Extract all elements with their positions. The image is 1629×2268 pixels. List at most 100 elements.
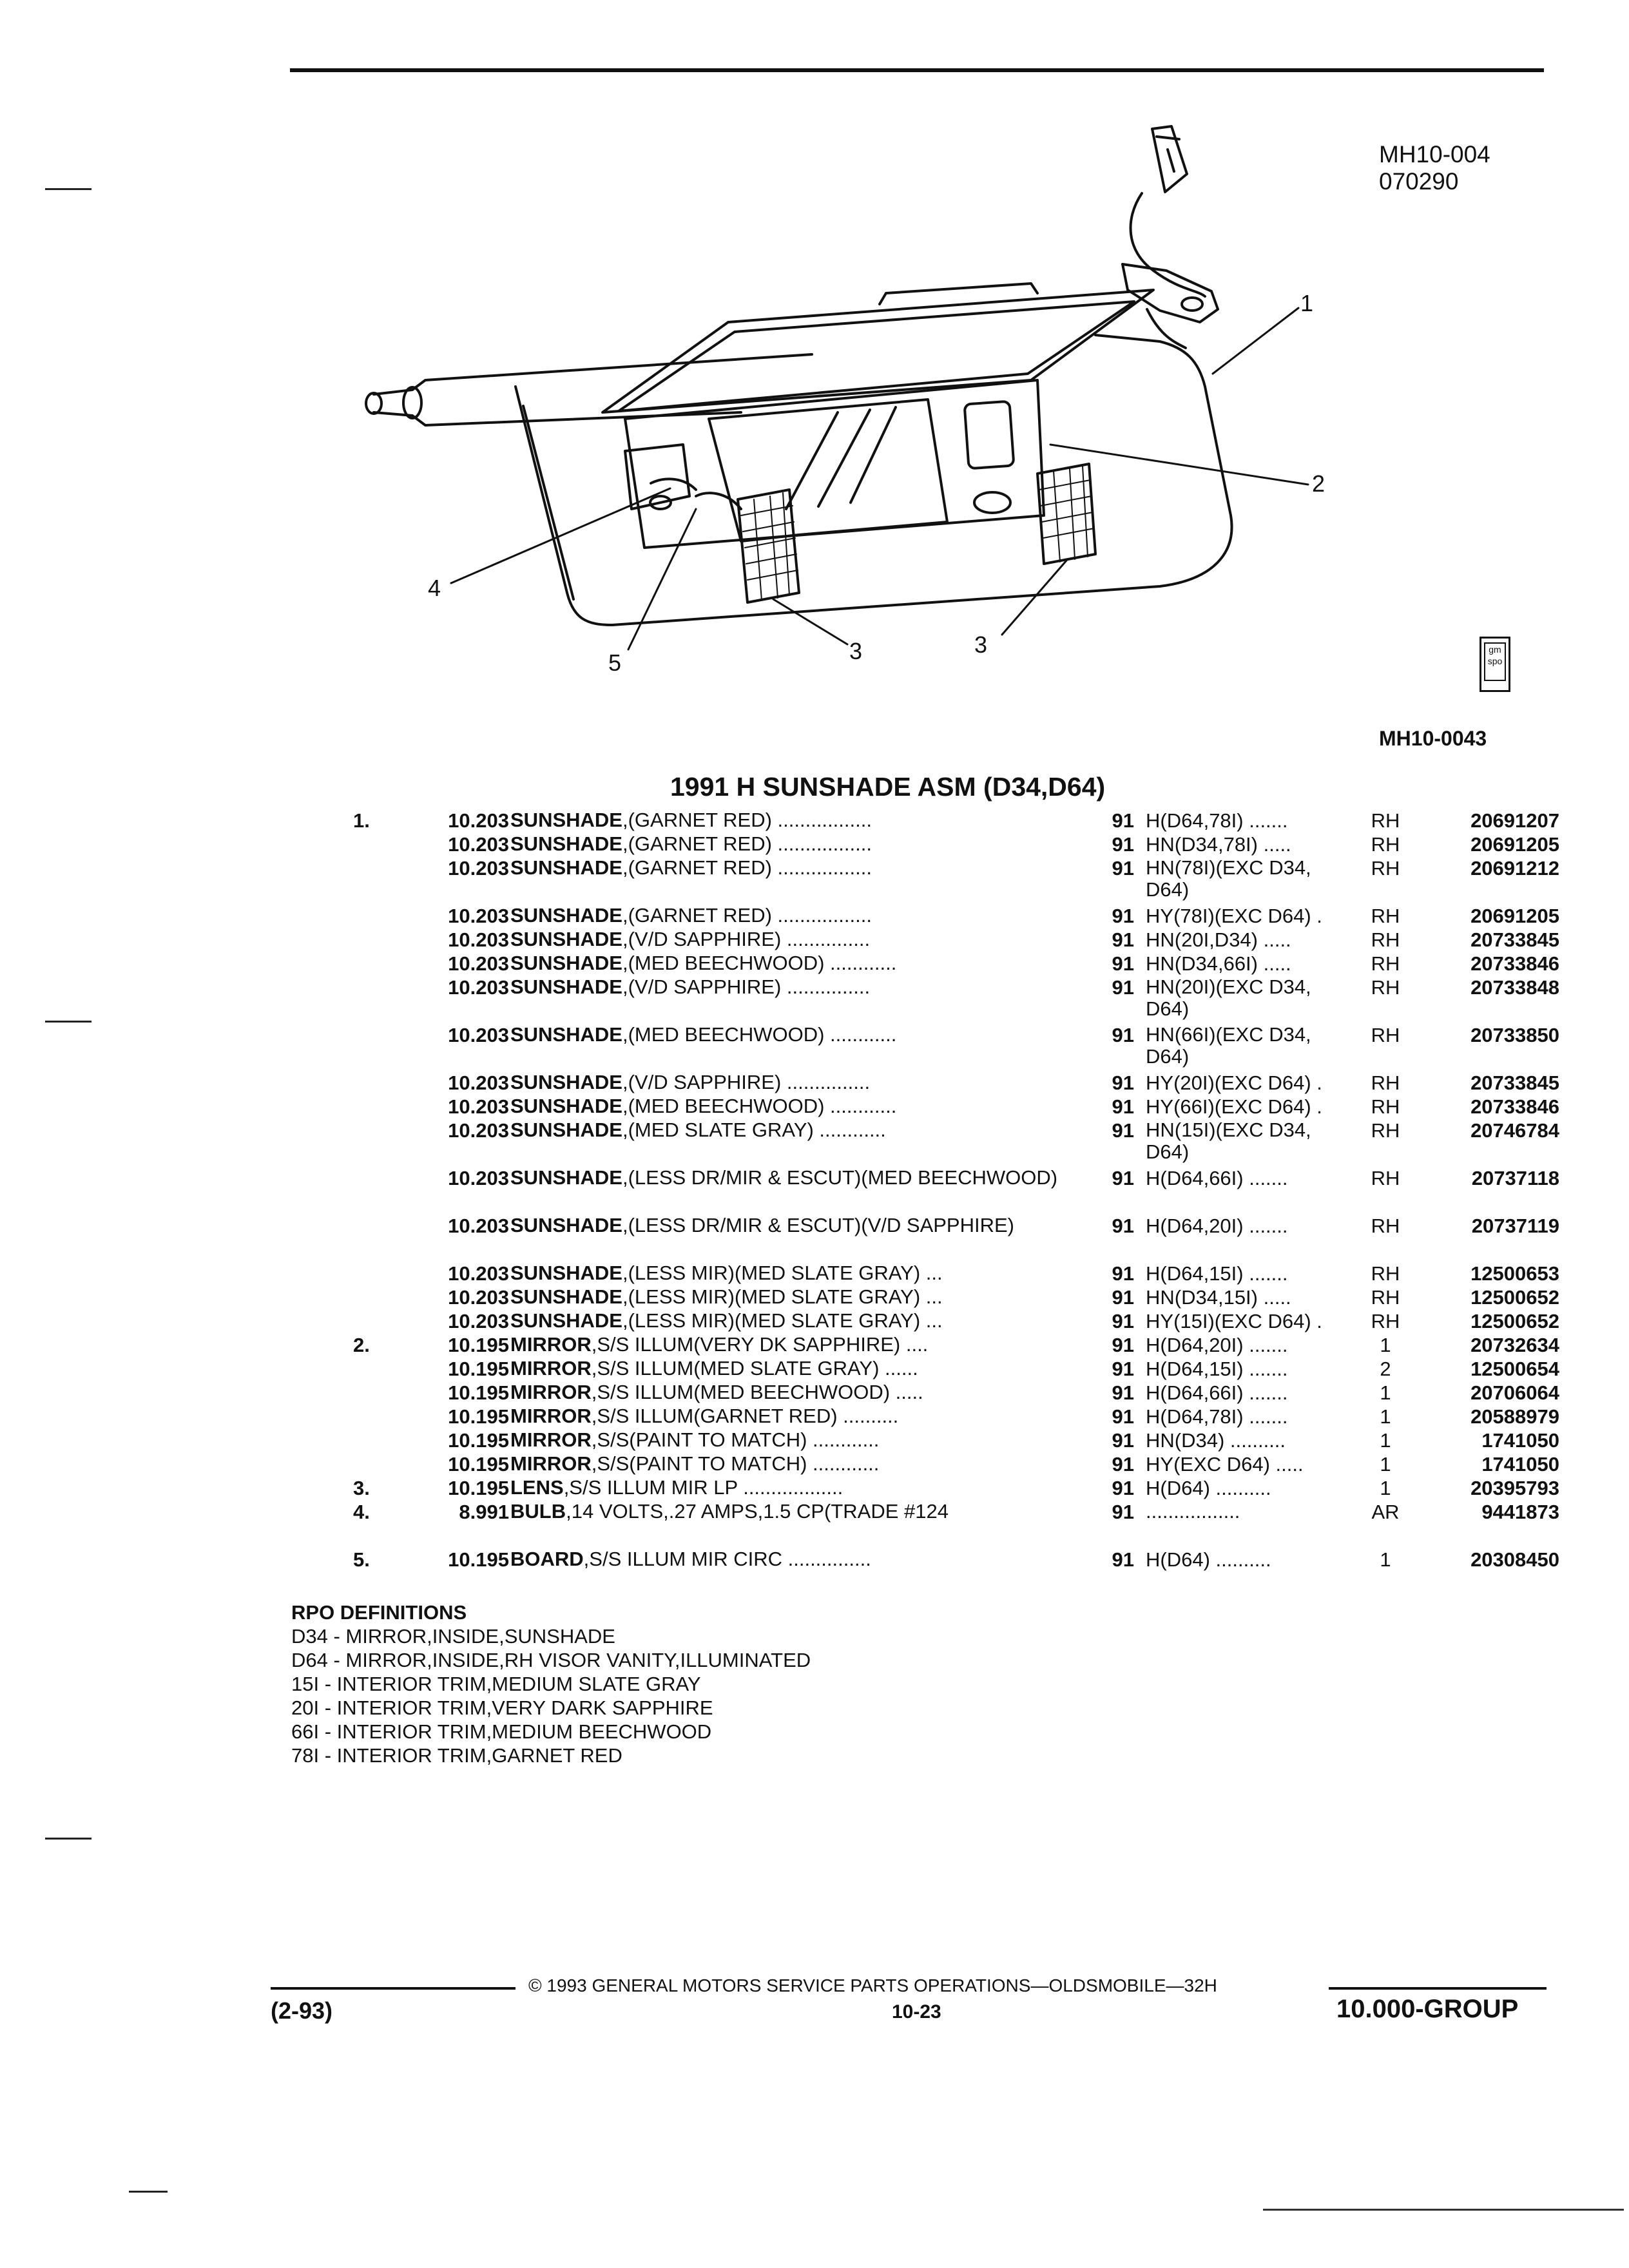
part-description: SUNSHADE,(V/D SAPPHIRE) ............... [510,928,1077,950]
part-spec: ,(V/D SAPPHIRE) [622,1071,782,1093]
model-usage: H(D64,78I) ....... [1146,809,1288,832]
part-number: 20733845 [1470,1072,1559,1094]
group-number: 10.203 [448,952,509,975]
part-number: 20733850 [1470,1024,1559,1046]
margin-mark [45,1838,92,1840]
model-year: 91 [1112,1429,1134,1452]
leader-dots: ............ [813,1119,886,1141]
model-usage: H(D64,66I) ....... [1146,1167,1288,1189]
model-year: 91 [1112,1405,1134,1428]
group-number: 10.195 [448,1358,509,1380]
quantity: RH [1371,1286,1400,1309]
group-number: 10.203 [448,1215,509,1237]
model-year: 91 [1112,1286,1134,1309]
quantity: 2 [1380,1358,1391,1380]
leader-dots: ..... [890,1381,923,1403]
part-name: SUNSHADE [510,856,622,879]
rpo-heading: RPO DEFINITIONS [291,1601,467,1624]
part-spec: ,S/S(PAINT TO MATCH) [591,1428,807,1451]
group-number: 10.203 [448,1262,509,1285]
part-name: SUNSHADE [510,832,622,855]
part-number: 20691212 [1470,857,1559,879]
part-description: SUNSHADE,(GARNET RED) ................. [510,809,1077,831]
part-spec: ,(LESS MIR)(MED SLATE GRAY) [622,1285,921,1308]
part-spec: ,(MED SLATE GRAY) [622,1119,814,1141]
gm-spo-logo-mark: gm spo [1484,642,1506,681]
callout-label: 3 [849,638,863,664]
part-name: MIRROR [510,1405,592,1427]
model-usage: HN(D34) .......... [1146,1429,1286,1452]
part-name: SUNSHADE [510,1166,622,1189]
model-usage: H(D64,20I) ....... [1146,1334,1288,1356]
part-name: SUNSHADE [510,928,622,950]
footer-date: (2-93) [271,1997,333,2024]
model-year: 91 [1112,1262,1134,1285]
group-number: 10.203 [448,1286,509,1309]
model-year: 91 [1112,809,1134,832]
model-usage: HN(15I)(EXC D34, D64) [1146,1119,1311,1163]
part-spec: ,(GARNET RED) [622,832,772,855]
mirror-frame [624,379,1045,549]
quantity: RH [1371,1310,1400,1332]
part-number: 20733846 [1470,1095,1559,1118]
part-number: 20733848 [1470,976,1559,999]
leader-dots: ............ [824,952,897,974]
part-spec: ,14 VOLTS,.27 AMPS,1.5 CP(TRADE #124 [566,1500,949,1523]
model-year: 91 [1112,1215,1134,1237]
part-description: SUNSHADE,(LESS MIR)(MED SLATE GRAY) ... [510,1286,1077,1308]
group-number: 10.203 [448,1119,509,1142]
callout-label: 5 [608,649,622,676]
model-year: 91 [1112,928,1134,951]
model-year: 91 [1112,1358,1134,1380]
part-spec: ,S/S ILLUM(MED SLATE GRAY) [591,1357,880,1379]
part-description: MIRROR,S/S(PAINT TO MATCH) ............ [510,1453,1077,1475]
leader-dots: ............... [781,1071,871,1093]
part-number: 12500652 [1470,1310,1559,1332]
part-spec: ,S/S ILLUM MIR CIRC [583,1548,782,1570]
leader-dots: ................. [771,809,872,831]
part-spec: ,(GARNET RED) [622,904,772,927]
part-number: 20395793 [1470,1477,1559,1499]
lamp-assembly [624,443,742,510]
lens-right [1036,463,1097,565]
quantity: 1 [1380,1381,1391,1404]
model-year: 91 [1112,833,1134,856]
model-year: 91 [1112,1501,1134,1523]
part-name: LENS [510,1476,564,1499]
part-description: SUNSHADE,(MED SLATE GRAY) ............ [510,1119,1077,1141]
quantity: AR [1371,1501,1400,1523]
part-name: SUNSHADE [510,1214,622,1236]
part-spec: ,(LESS MIR)(MED SLATE GRAY) [622,1262,921,1284]
group-number: 10.195 [448,1453,509,1475]
model-usage: H(D64,15I) ....... [1146,1358,1288,1380]
item-number: 5. [353,1548,370,1571]
footer-rule-left [271,1987,516,1990]
quantity: RH [1371,1215,1400,1237]
leader-dots: .......... [837,1405,899,1427]
leader-dots: ................. [771,904,872,927]
model-usage: HN(66I)(EXC D34, D64) [1146,1023,1311,1068]
model-usage: HN(78I)(EXC D34, D64) [1146,856,1311,901]
part-description: MIRROR,S/S ILLUM(VERY DK SAPPHIRE) .... [510,1334,1077,1356]
model-year: 91 [1112,1477,1134,1499]
item-number: 1. [353,809,370,832]
quantity: RH [1371,1024,1400,1046]
part-name: SUNSHADE [510,1119,622,1141]
model-usage: ................. [1146,1500,1240,1523]
group-number: 10.195 [448,1477,509,1499]
part-description: LENS,S/S ILLUM MIR LP .................. [510,1477,1077,1499]
part-description: BULB,14 VOLTS,.27 AMPS,1.5 CP(TRADE #124 [510,1501,1077,1523]
part-number: 12500654 [1470,1358,1559,1380]
visor-body [514,334,1233,626]
quantity: RH [1371,1262,1400,1285]
callout-label: 2 [1312,470,1325,497]
